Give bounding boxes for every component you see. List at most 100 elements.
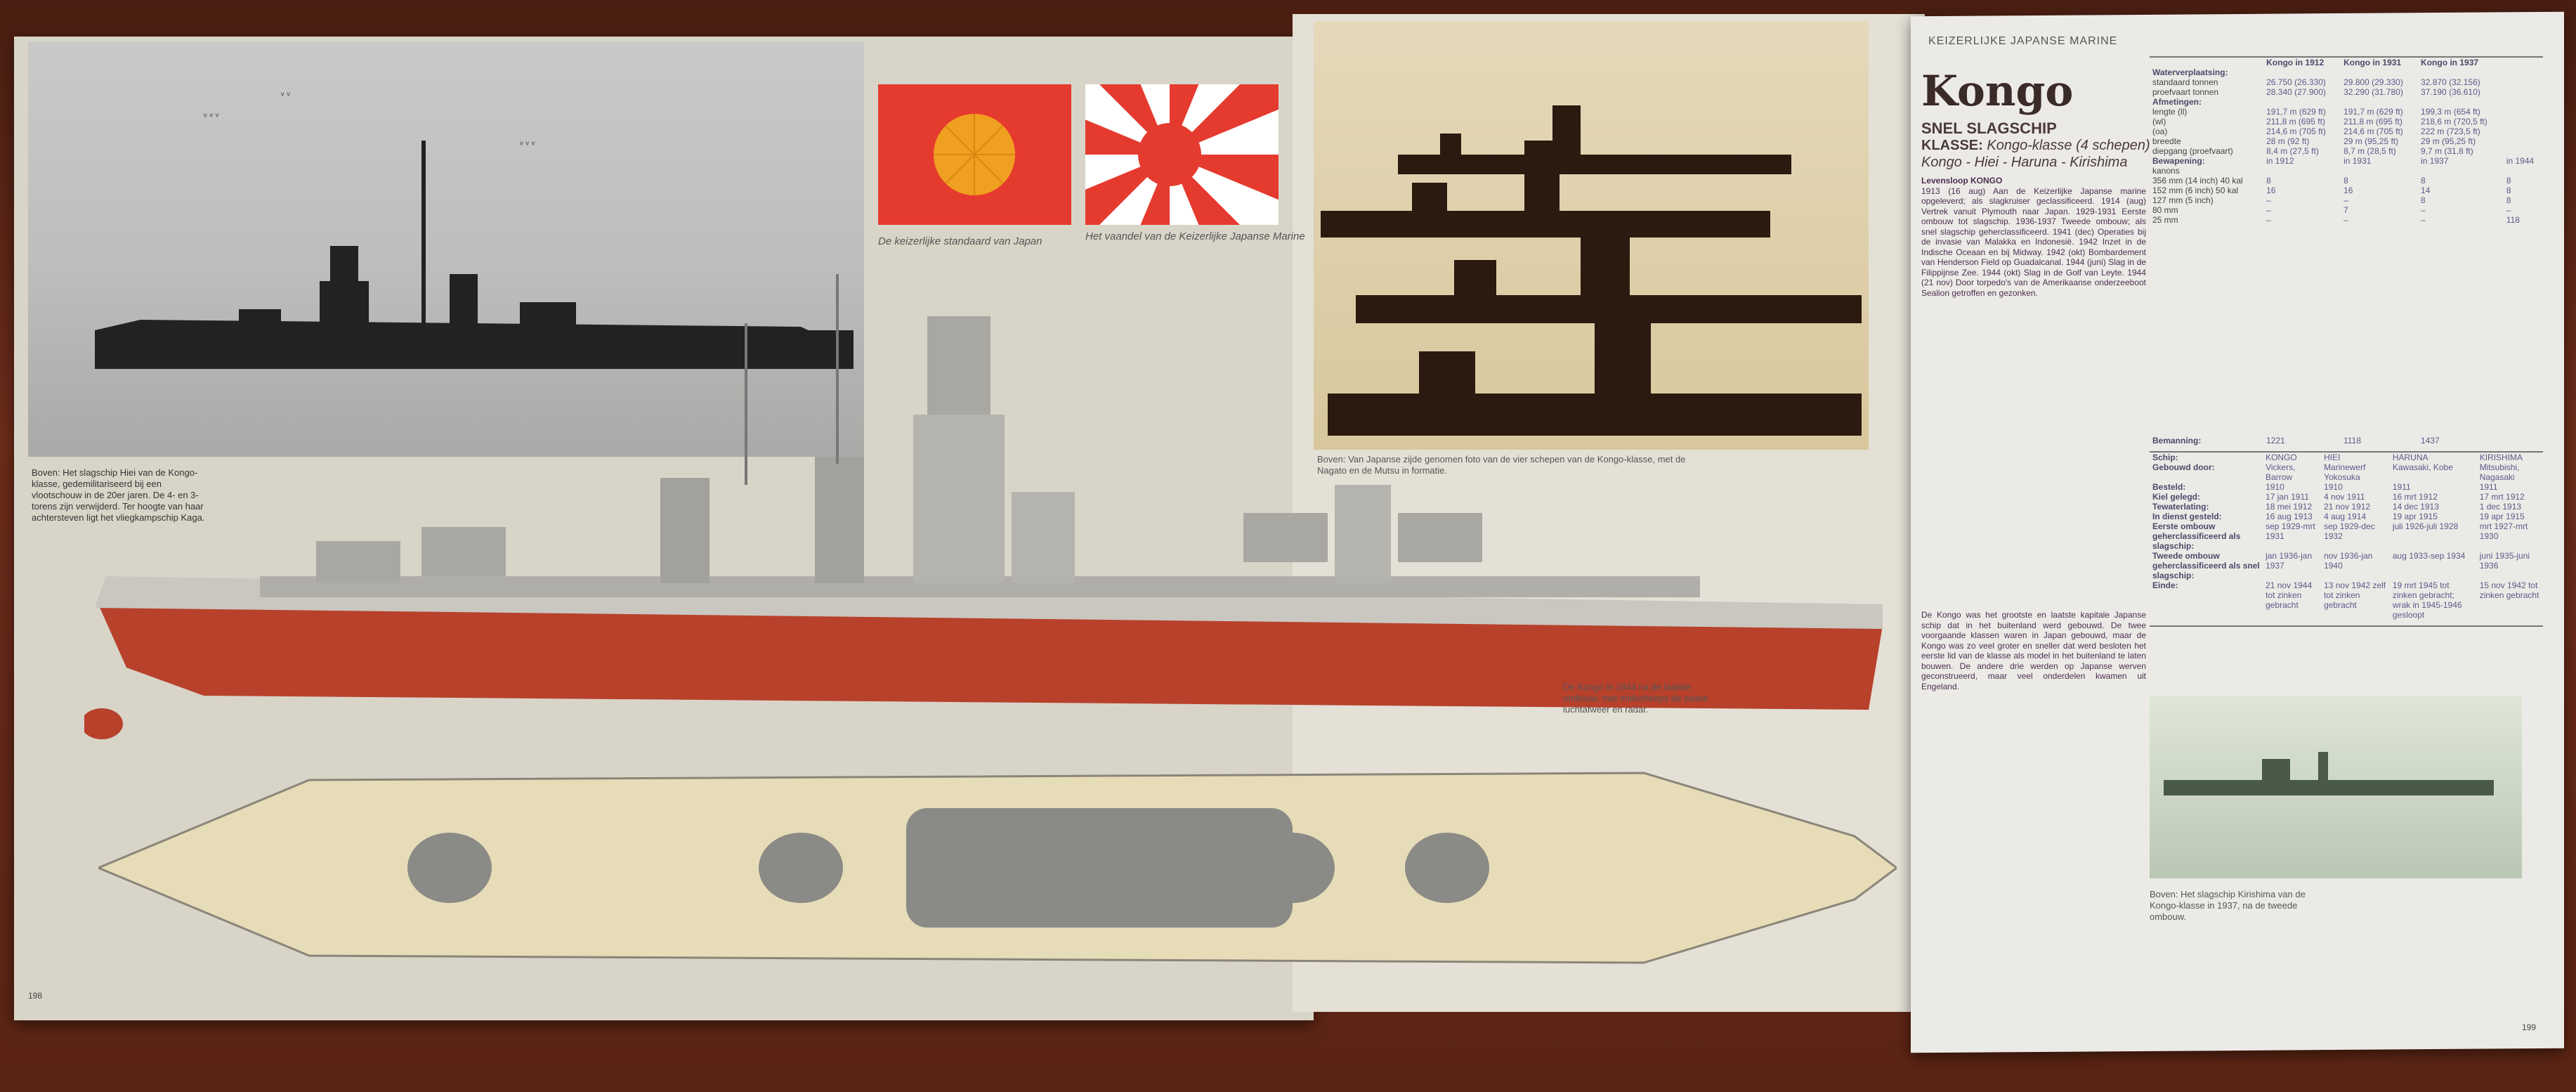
- armament-value: –: [2421, 205, 2426, 215]
- armament-row: 80 mm–7––: [2150, 205, 2543, 215]
- ship-table-value: 1911: [2479, 482, 2498, 492]
- ship-table-label: Schip:: [2152, 453, 2178, 462]
- spec-value: 32.870 (32.156): [2421, 77, 2480, 87]
- ship-table-value: 16 mrt 1912: [2392, 492, 2438, 502]
- spec-value: 29 m (95,25 ft): [2421, 136, 2476, 146]
- spec-value: 8,7 m (28,5 ft): [2343, 146, 2396, 156]
- spec-value: [2418, 97, 2504, 107]
- armament-value: 118: [2506, 215, 2520, 225]
- hull-red-lower: [98, 604, 1883, 710]
- gun-turret: [1243, 513, 1328, 562]
- profile-caption: De Kongo in 1944 na de laatste ombouw, m…: [1563, 682, 1708, 715]
- spec-value: 214,6 m (705 ft): [2343, 126, 2403, 136]
- armament-row: 25 mm–––118: [2150, 215, 2543, 225]
- ship-table-label: In dienst gesteld:: [2152, 512, 2222, 521]
- crew-value: 1221: [2266, 436, 2285, 446]
- hiei-silhouette: ᵛ ᵛ ᵛᵛ ᵛᵛ ᵛ ᵛ: [95, 89, 854, 369]
- gun-turret: [421, 527, 506, 576]
- ship-table-value: sep 1929-mrt 1931: [2266, 521, 2315, 541]
- ship-table-value: 21 nov 1944 tot zinken gebracht: [2266, 580, 2313, 610]
- armament-value: 14: [2421, 186, 2431, 195]
- crew-value: 1437: [2421, 436, 2440, 446]
- armament-sub: kanons: [2152, 166, 2180, 176]
- ship-table-value: 1 dec 1913: [2479, 502, 2522, 512]
- armament-value: 8: [2506, 186, 2511, 195]
- ship-table-value: KONGO: [2266, 453, 2297, 462]
- class-line: KLASSE: Kongo-klasse (4 schepen): [1921, 138, 2150, 154]
- ship-table-value: 1911: [2392, 482, 2411, 492]
- armament-value: 7: [2343, 205, 2348, 215]
- spec-row: proefvaart tonnen 28.340 (27.900) 32.290 (…: [2150, 87, 2543, 97]
- ship-table-value: Marinewerf Yokosuka: [2324, 462, 2366, 482]
- spec-value: 32.290 (31.780): [2343, 87, 2403, 97]
- class-value: Kongo-klasse (4 schepen): [1987, 138, 2150, 153]
- ship-table-value: aug 1933-sep 1934: [2392, 551, 2466, 561]
- ship-table-value: 14 dec 1913: [2392, 502, 2439, 512]
- spec-value: 29.800 (29.330): [2343, 77, 2403, 87]
- ship-table-value: 15 nov 1942 tot zinken gebracht: [2479, 580, 2539, 600]
- kirishima-photo: [2150, 696, 2522, 878]
- ship-table-value: 19 apr 1915: [2392, 512, 2438, 521]
- ship-table-label: Tweede ombouw geherclassificeerd als sne…: [2152, 551, 2260, 580]
- spec-row: (oa)214,6 m (705 ft)214,6 m (705 ft)222 …: [2150, 126, 2543, 136]
- levensloop-title: Levensloop KONGO: [1921, 176, 2003, 186]
- ship-table-value: 1910: [2266, 482, 2284, 492]
- ship-type: SNEL SLAGSCHIP: [1921, 119, 2057, 137]
- spec-row: (wl)211,8 m (695 ft)211,8 m (695 ft)218,…: [2150, 117, 2543, 126]
- ship-table-value: sep 1929-dec 1932: [2324, 521, 2375, 541]
- spec-row: diepgang (proefvaart)8,4 m (27,5 ft)8,7 …: [2150, 146, 2543, 156]
- armament-column: in 1944: [2506, 156, 2535, 166]
- flag-marine-caption: Het vaandel van de Keizerlijke Japanse M…: [1085, 230, 1305, 242]
- spec-value: 211,8 m (695 ft): [2266, 117, 2325, 126]
- ship-table-row: In dienst gesteld: 16 aug 1913 4 aug 1914 1…: [2150, 512, 2543, 521]
- ship-table-label: Eerste ombouw geherclassificeerd als sla…: [2152, 521, 2241, 551]
- spec-column-header: Kongo in 1937: [2421, 58, 2479, 67]
- armament-value: 8: [2506, 195, 2511, 205]
- spec-value: [2341, 97, 2418, 107]
- flag-standard-caption: De keizerlijke standaard van Japan: [878, 235, 1042, 247]
- spec-value: 8,4 m (27,5 ft): [2266, 146, 2319, 156]
- ship-table-value: jan 1936-jan 1937: [2266, 551, 2313, 571]
- spec-value: 28.340 (27.900): [2266, 87, 2326, 97]
- armament-value: –: [2343, 215, 2348, 225]
- ship-table-row: Eerste ombouw geherclassificeerd als sla…: [2150, 521, 2543, 551]
- spec-label: (oa): [2152, 126, 2168, 136]
- gun-turret: [316, 541, 400, 583]
- spec-value: 37.190 (36.610): [2421, 87, 2480, 97]
- right-photo-caption: Boven: Het slagschip Kirishima van de Ko…: [2150, 889, 2306, 922]
- spec-value: [2341, 67, 2418, 77]
- sepia-photo-caption: Boven: Van Japanse zijde genomen foto va…: [1317, 454, 1686, 476]
- spec-value: [2263, 97, 2341, 107]
- ship-table-value: HIEI: [2324, 453, 2341, 462]
- levensloop-text: 1913 (16 aug) Aan de Keizerlijke Japanse…: [1921, 186, 2146, 298]
- ship-table-value: 4 aug 1914: [2324, 512, 2367, 521]
- spec-value: 191,7 m (629 ft): [2266, 107, 2326, 117]
- ship-table-label: Tewaterlating:: [2152, 502, 2209, 512]
- ship-table-value: juli 1926-juli 1928: [2392, 521, 2459, 531]
- armament-value: –: [2266, 215, 2271, 225]
- ship-table-value: 16 aug 1913: [2266, 512, 2313, 521]
- spec-row: Afmetingen:: [2150, 97, 2543, 107]
- rising-sun-naval-ensign: [1085, 84, 1279, 225]
- funnel: [660, 478, 710, 583]
- spec-label: proefvaart tonnen: [2152, 87, 2219, 97]
- armament-label: 80 mm: [2152, 205, 2178, 215]
- svg-text:ᵛ ᵛ ᵛ: ᵛ ᵛ ᵛ: [203, 110, 219, 122]
- ship-table-value: 21 nov 1912: [2324, 502, 2371, 512]
- spec-value: 9,7 m (31,8 ft): [2421, 146, 2473, 156]
- armament-label: 127 mm (5 inch): [2152, 195, 2214, 205]
- spec-value: [2418, 67, 2504, 77]
- right-page-number: 199: [2522, 1022, 2537, 1032]
- spec-value: 199,3 m (654 ft): [2421, 107, 2480, 117]
- armament-value: 8: [2343, 176, 2348, 186]
- ship-table-value: nov 1936-jan 1940: [2324, 551, 2373, 571]
- armament-value: –: [2266, 195, 2271, 205]
